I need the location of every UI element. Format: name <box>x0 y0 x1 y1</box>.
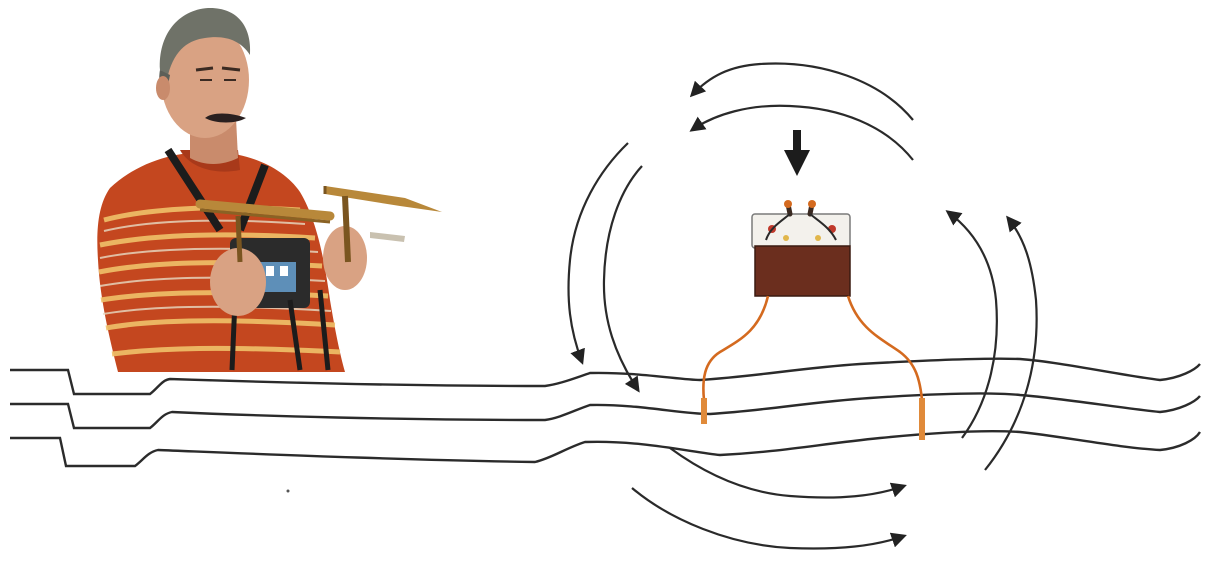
ground-layer-3 <box>10 430 1202 468</box>
electrode-wires <box>701 295 925 440</box>
left-electrode-wire <box>702 295 770 401</box>
left-electrode <box>701 398 707 424</box>
battery-body <box>754 245 851 297</box>
ground-layer-1 <box>10 357 1201 396</box>
current-flow-arrows <box>567 62 1038 550</box>
operator-figure <box>97 7 442 372</box>
battery-box <box>751 200 851 297</box>
flow-arrow-top-outer <box>689 62 914 121</box>
ground-layer-2 <box>10 392 1201 430</box>
flow-arrow-bottom-outer <box>631 487 907 550</box>
down-arrow-icon <box>784 130 810 176</box>
right-electrode <box>919 398 925 440</box>
operator-left-hand <box>210 248 266 316</box>
flow-arrow-left-inner <box>602 165 643 393</box>
operator-mustache <box>205 113 246 123</box>
ground-layers <box>10 357 1202 468</box>
flow-arrow-right-inner <box>945 210 998 439</box>
flow-arrow-right-outer <box>984 215 1038 471</box>
flow-arrow-bottom-inner <box>669 447 907 499</box>
flow-arrow-left-outer <box>567 142 629 365</box>
right-electrode-wire <box>846 295 924 401</box>
flow-arrow-top-inner <box>689 104 914 161</box>
operator-hair <box>159 7 251 76</box>
detector-rods <box>195 186 442 263</box>
speck <box>286 489 290 493</box>
